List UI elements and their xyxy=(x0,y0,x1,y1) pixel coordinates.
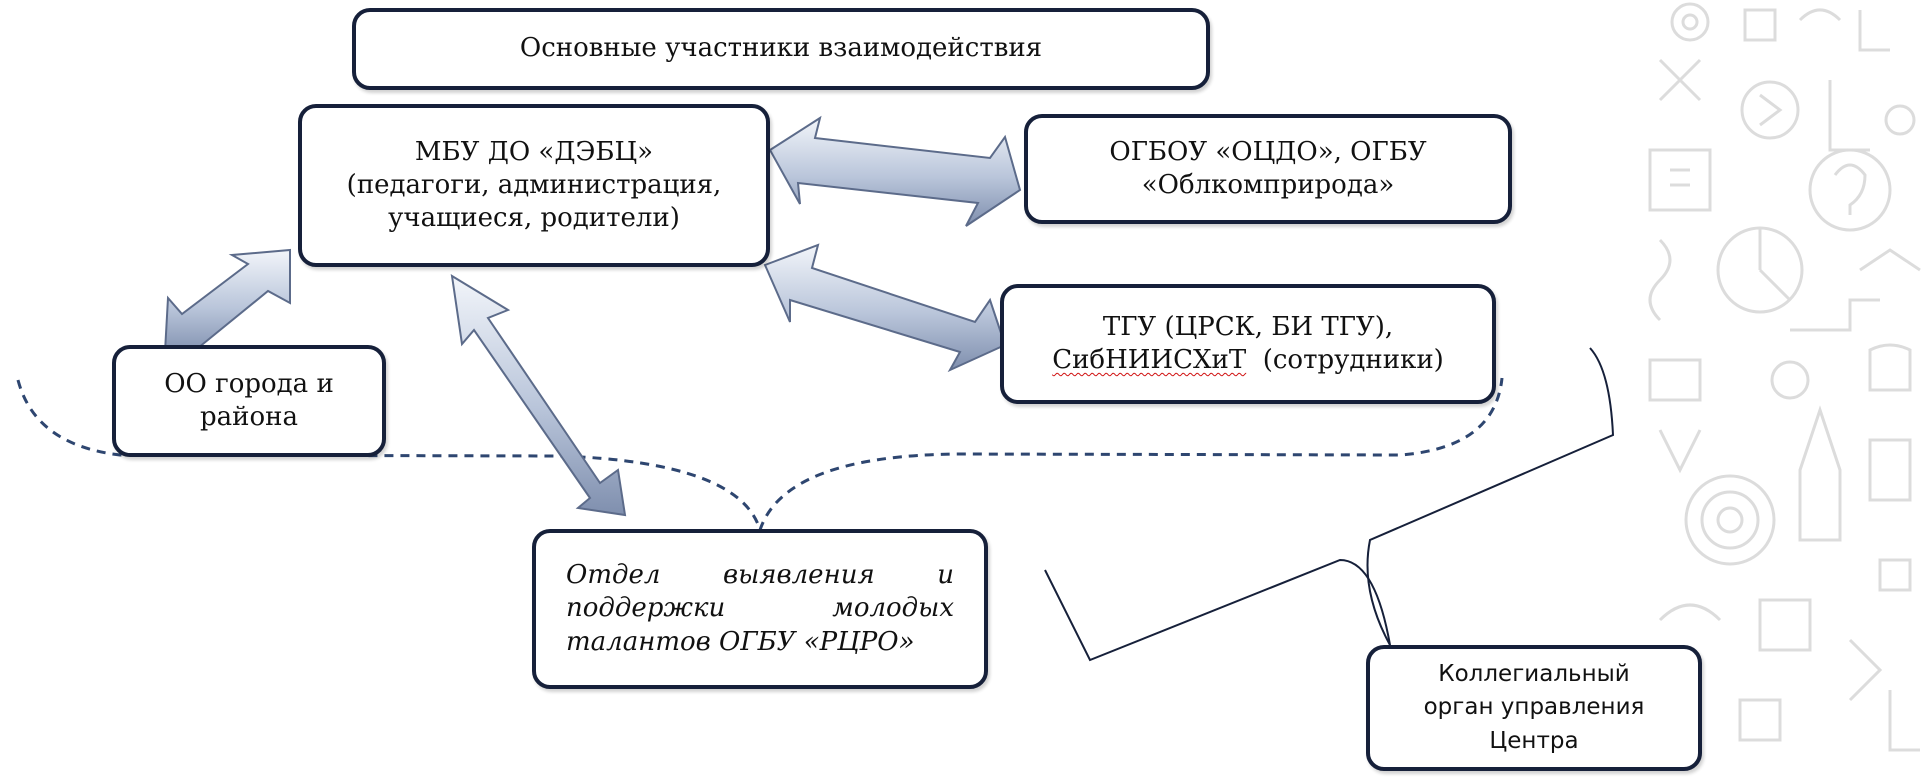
node-ogboy: ОГБОУ «ОЦДО», ОГБУ «Облкомприрода» xyxy=(1024,114,1512,224)
node-collegial-body: Коллегиальный орган управления Центра xyxy=(1366,645,1702,771)
node-collegial-line-1: Коллегиальный xyxy=(1438,660,1630,687)
arrow-center-ogboy xyxy=(768,115,1022,227)
node-center-line-3: учащиеся, родители) xyxy=(388,203,680,234)
node-tgu-staff: (сотрудники) xyxy=(1262,345,1444,375)
node-ogboy-line-2: «Облкомприрода» xyxy=(1141,170,1395,200)
title-text: Основные участники взаимодействия xyxy=(519,33,1043,64)
node-oo-city: ОО города и района xyxy=(112,345,386,457)
brace-lines xyxy=(1044,347,1615,662)
node-collegial-line-3: Центра xyxy=(1489,727,1579,754)
node-center-line-1: МБУ ДО «ДЭБЦ» xyxy=(414,136,654,167)
node-otdel-line-1: Отдел выявления и xyxy=(566,560,954,591)
node-oo-line-1: ОО города и xyxy=(164,368,334,399)
node-otdel-rcro: Отдел выявления и поддержки молодых тала… xyxy=(532,529,988,689)
node-otdel-line-2: поддержки молодых xyxy=(566,593,954,624)
arrow-center-tgu xyxy=(763,243,1007,373)
node-oo-line-2: района xyxy=(200,402,298,432)
background-pattern xyxy=(1648,2,1921,752)
node-tgu-sibniishit: СибНИИСХиТ xyxy=(1052,345,1247,375)
node-tgu: ТГУ (ЦРСК, БИ ТГУ), СибНИИСХиТ (сотрудни… xyxy=(1000,284,1496,404)
node-tgu-line-2: СибНИИСХиТ (сотрудники) xyxy=(1052,344,1444,377)
node-center-line-2: (педагоги, администрация, xyxy=(346,169,722,200)
node-otdel-line-3: талантов ОГБУ «РЦРО» xyxy=(566,626,915,657)
node-collegial-line-2: орган управления xyxy=(1423,694,1645,721)
title-box: Основные участники взаимодействия xyxy=(352,8,1210,90)
node-ogboy-line-1: ОГБОУ «ОЦДО», ОГБУ xyxy=(1109,136,1427,167)
arrow-center-otdel xyxy=(450,274,627,517)
arrow-center-oo xyxy=(163,248,291,357)
node-center-debc: МБУ ДО «ДЭБЦ» (педагоги, администрация, … xyxy=(298,104,770,267)
node-tgu-line-1: ТГУ (ЦРСК, БИ ТГУ), xyxy=(1102,311,1394,342)
